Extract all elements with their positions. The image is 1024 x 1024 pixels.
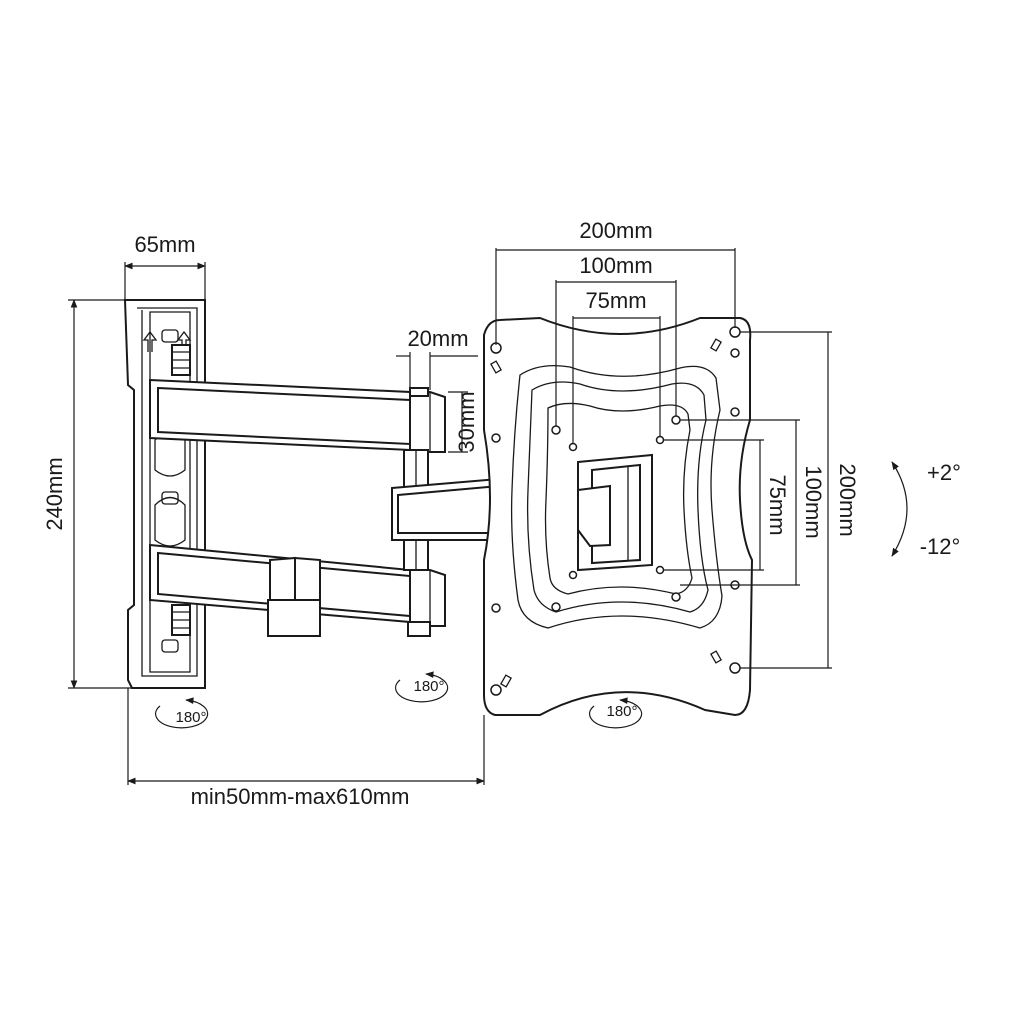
arm-swivel-label: 180° [413,678,444,695]
wall-swivel-label: 180° [175,709,206,726]
lower-arm [149,543,446,637]
extension-label: min50mm-max610mm [191,784,410,809]
upper-arm [149,378,446,453]
tilt-head [391,476,511,541]
wall-plate-height-label: 240mm [42,457,67,530]
up-arrow-icon [142,330,192,352]
tilt-up-label: +2° [927,460,961,485]
wall-plate [123,299,206,689]
vesa-outer-horizontal-label: 200mm [579,218,652,243]
vesa-inner-vertical-label: 75mm [765,474,790,535]
vesa-inner-horizontal-label: 75mm [585,288,646,313]
vesa-mid-horizontal-label: 100mm [579,253,652,278]
dimension-lines [68,248,908,785]
arm-height-label: 30mm [454,391,479,452]
tilt-down-label: -12° [920,534,961,559]
wall-bolts [171,344,191,636]
center-bracket [577,453,653,572]
vesa-mount-holes [490,326,741,696]
vesa-mid-vertical-label: 100mm [801,465,826,538]
vesa-outer-vertical-label: 200mm [835,463,860,536]
wall-plate-width-label: 65mm [134,232,195,257]
swivel-arrow-icon [155,671,643,729]
plate-swivel-label: 180° [606,703,637,720]
arm-width-label: 20mm [407,326,468,351]
